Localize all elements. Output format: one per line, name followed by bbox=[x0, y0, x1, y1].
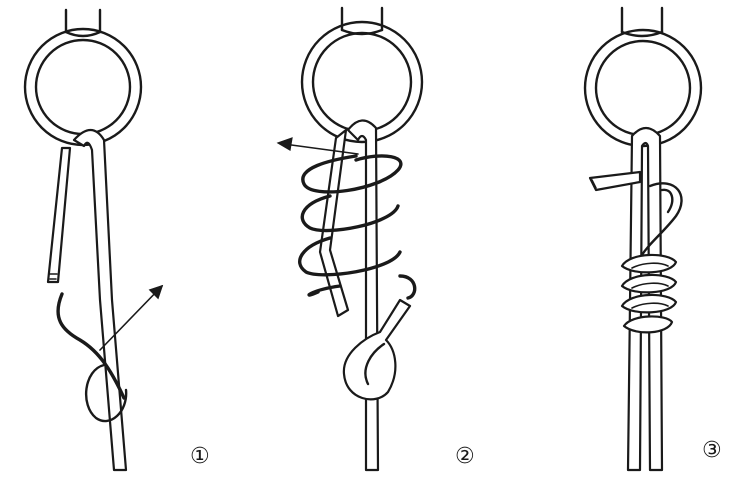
step-1-label: ① bbox=[190, 446, 210, 468]
ring-1 bbox=[25, 29, 141, 145]
ring-strap-1 bbox=[66, 10, 100, 36]
rope-tag-end-1 bbox=[48, 148, 70, 282]
rope-coils-2 bbox=[300, 156, 401, 295]
step-3-label: ③ bbox=[702, 440, 722, 462]
step-2-label: ② bbox=[455, 446, 475, 468]
rope-standing-2 bbox=[348, 120, 378, 470]
rope-loop-2 bbox=[344, 276, 415, 399]
step-1-illustration bbox=[25, 10, 162, 470]
step-2-illustration bbox=[278, 8, 422, 470]
step-3-illustration bbox=[585, 8, 701, 470]
